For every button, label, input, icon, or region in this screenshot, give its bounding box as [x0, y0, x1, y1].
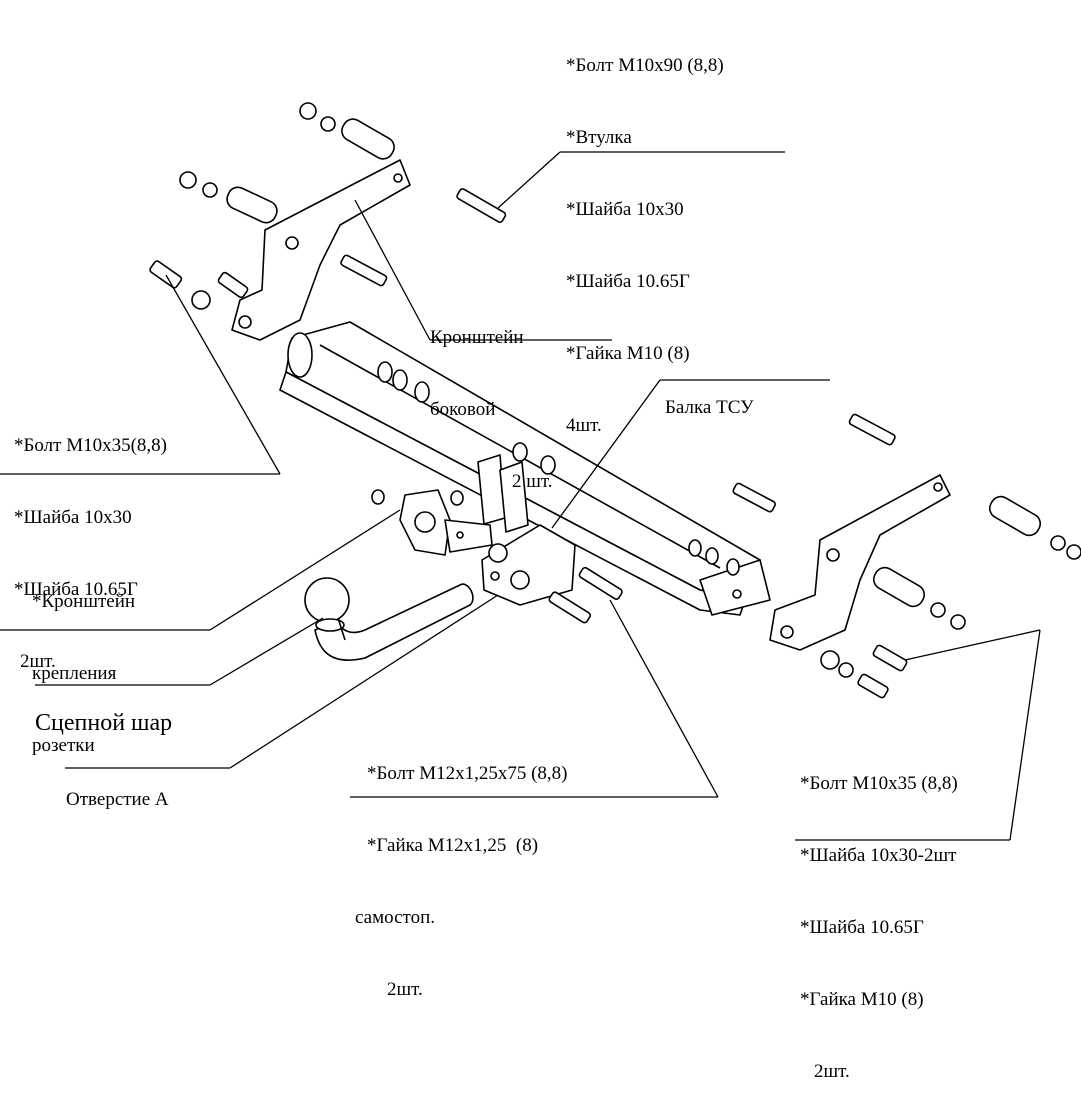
label-bolt-m10x35-right-group: *Болт М10х35 (8,8) *Шайба 10х30-2шт *Шай… [800, 724, 958, 1108]
label-line: крепления [32, 663, 117, 684]
label-bolt-m12-group: *Болт М12х1,25х75 (8,8) *Гайка М12х1,25 … [355, 714, 568, 1026]
label-line: 2шт. [387, 979, 423, 1000]
label-line: самостоп. [355, 907, 435, 928]
label-line: розетки [32, 735, 95, 756]
label-beam: Балка ТСУ [665, 348, 754, 444]
label-line: 2шт. [814, 1061, 850, 1082]
label-line: Кронштейн [430, 327, 524, 348]
label-line: боковой [430, 399, 496, 420]
label-line: 4шт. [566, 415, 602, 436]
label-tow-ball: Сцепной шар [35, 648, 172, 768]
tow-ball [304, 577, 474, 661]
label-socket-bracket: *Кронштейн крепления розетки [32, 542, 135, 782]
label-bolt-m10x35-left-group: *Болт М10х35(8,8) *Шайба 10х30 *Шайба 10… [14, 386, 167, 698]
label-line: Отверстие А [66, 789, 169, 810]
tow-hitch-exploded-diagram [0, 102, 1081, 841]
label-side-bracket: Кронштейн боковой 2 шт. [430, 278, 553, 518]
label-line: *Втулка [566, 127, 632, 148]
label-line: *Болт М10х90 (8,8) [566, 55, 724, 76]
label-line: *Гайка М12х1,25 (8) [367, 835, 539, 856]
label-line: *Шайба 10х30 [14, 507, 132, 528]
socket-bracket [399, 489, 493, 556]
main-beam [279, 321, 771, 616]
label-line: *Болт М10х35(8,8) [14, 435, 167, 456]
label-line: *Шайба 10.65Г [14, 579, 138, 600]
label-line: *Болт М10х35 (8,8) [800, 773, 958, 794]
label-line: 2 шт. [512, 471, 553, 492]
right-side-bracket [769, 474, 951, 651]
label-line: *Гайка М10 (8) [566, 343, 690, 364]
label-hole-a: Отверстие А [66, 740, 169, 836]
label-line: 2шт. [20, 651, 56, 672]
label-line: *Болт М12х1,25х75 (8,8) [367, 763, 568, 784]
label-bolt-m10x90-group: *Болт М10х90 (8,8) *Втулка *Шайба 10х30 … [566, 6, 724, 462]
fasteners [149, 102, 1081, 699]
leader-lines [0, 151, 1041, 841]
label-line: *Гайка М10 (8) [800, 989, 924, 1010]
label-line: *Шайба 10х30-2шт [800, 845, 957, 866]
label-line: *Кронштейн [32, 591, 136, 612]
label-line: *Шайба 10.65Г [566, 271, 690, 292]
label-line: *Шайба 10х30 [566, 199, 684, 220]
label-line: Сцепной шар [35, 710, 173, 736]
label-line: *Шайба 10.65Г [800, 917, 924, 938]
left-side-bracket [231, 159, 411, 341]
label-line: Балка ТСУ [665, 397, 754, 418]
